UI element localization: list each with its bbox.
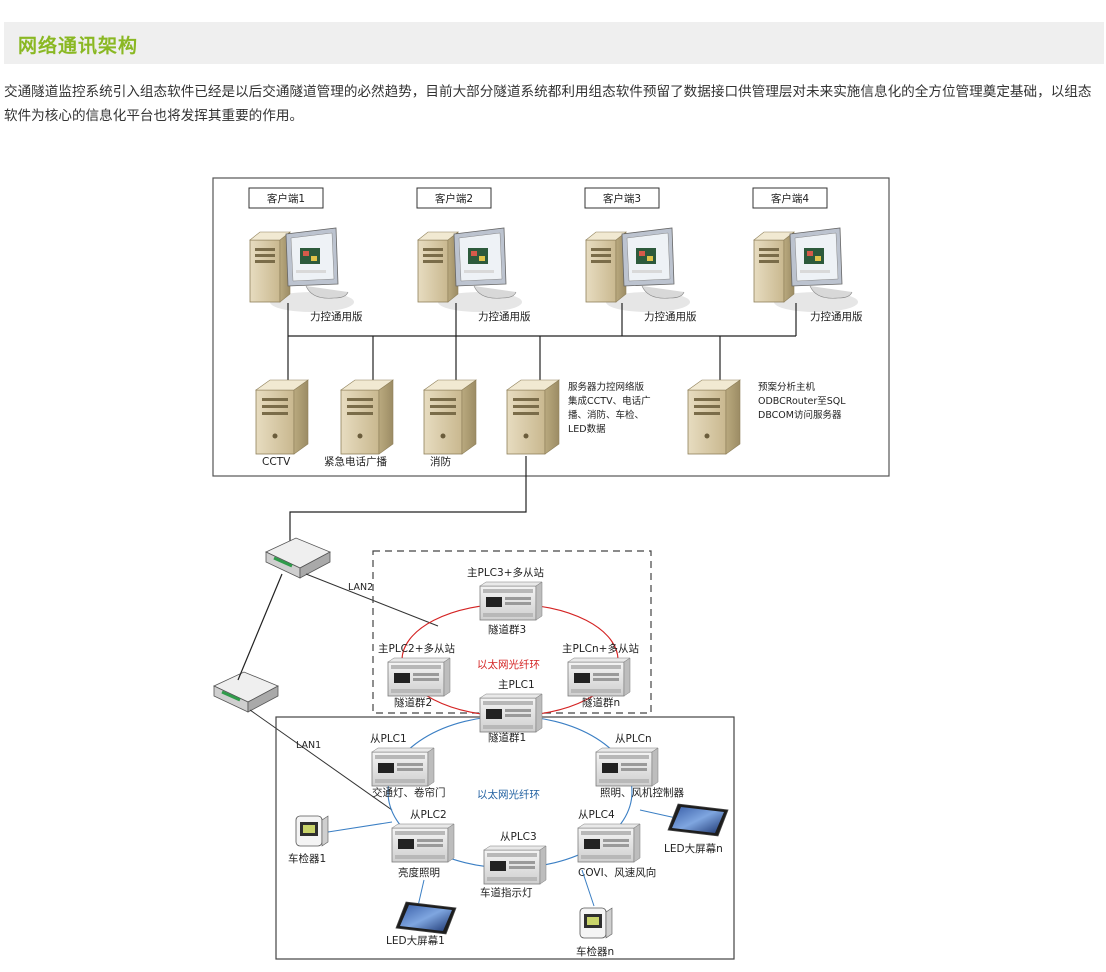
plc-slave-n: 从PLCn 照明、风机控制器 <box>595 733 684 799</box>
server-main-line-2: 集成CCTV、电话广 <box>568 395 651 407</box>
server-plan-line-2: ODBCRouter至SQL <box>758 396 846 407</box>
led-1-label: LED大屏幕1 <box>386 934 445 947</box>
server-main-line-3: 播、消防、车检、 <box>568 409 644 421</box>
led-screen-icon <box>395 901 457 935</box>
plc-icon <box>479 693 543 733</box>
client-1: 客户端1 力控通用版 <box>248 187 363 323</box>
switch-icon <box>212 670 280 714</box>
lan2-line <box>305 573 439 627</box>
plc-slave-1-sub: 交通灯、卷帘门 <box>372 786 446 799</box>
server-cctv-label: CCTV <box>262 456 291 468</box>
led-screen-1: LED大屏幕1 <box>386 901 457 947</box>
section-title: 网络通讯架构 <box>18 35 139 57</box>
plc-main-3: 主PLC3+多从站 隧道群3 <box>467 566 544 636</box>
intro-paragraph: 交通隧道监控系统引入组态软件已经是以后交通隧道管理的必然趋势，目前大部分隧道系统… <box>4 84 1092 124</box>
server-icon <box>687 379 741 455</box>
lower-ring-label: 以太网光纤环 <box>477 788 540 801</box>
server-icon <box>340 379 394 455</box>
server-plan: 预案分析主机 ODBCRouter至SQL DBCOM访问服务器 <box>687 379 846 455</box>
server-plan-line-3: DBCOM访问服务器 <box>758 409 842 421</box>
client-3-label: 客户端3 <box>603 192 641 205</box>
plc-slave-2-title: 从PLC2 <box>410 809 447 821</box>
client-3-software: 力控通用版 <box>644 310 697 323</box>
plc-slave-2-sub: 亮度照明 <box>398 866 440 879</box>
plc-slave-3-sub: 车道指示灯 <box>480 886 533 899</box>
plc-slave-4: 从PLC4 COVI、风速风向 <box>577 809 656 879</box>
client-2: 客户端2 力控通用版 <box>416 187 531 323</box>
plc-main-1: 主PLC1 隧道群1 <box>479 679 543 744</box>
client-4: 客户端4 力控通用版 <box>752 187 863 323</box>
plc-icon <box>567 657 631 697</box>
plc-icon <box>391 823 455 863</box>
server-main-line-4: LED数据 <box>568 423 606 435</box>
link-detector-n <box>581 869 595 907</box>
plc-icon <box>371 747 435 787</box>
led-screen-n: LED大屏幕n <box>664 803 729 855</box>
vehicle-detector-1: 车检器1 <box>288 815 329 865</box>
plc-slave-4-title: 从PLC4 <box>578 809 615 821</box>
plc-slave-n-sub: 照明、风机控制器 <box>600 786 684 799</box>
plc-slave-n-title: 从PLCn <box>615 733 652 745</box>
plc-icon <box>483 845 547 885</box>
plc-main-n: 主PLCn+多从站 隧道群n <box>562 642 639 709</box>
plc-main-n-sub: 隧道群n <box>582 696 620 709</box>
client-4-software: 力控通用版 <box>810 310 863 323</box>
led-screen-icon <box>667 803 729 837</box>
plc-icon <box>479 581 543 621</box>
server-plan-line-1: 预案分析主机 <box>758 381 816 393</box>
detector-icon <box>295 815 329 847</box>
switch-icon <box>264 536 332 580</box>
plc-main-2: 主PLC2+多从站 隧道群2 <box>378 642 455 709</box>
server-fire-label: 消防 <box>430 455 451 468</box>
plc-slave-1: 从PLC1 交通灯、卷帘门 <box>370 733 446 799</box>
lan1-line <box>249 709 393 811</box>
server-main-line-1: 服务器力控网络版 <box>568 381 645 393</box>
server-icon <box>423 379 477 455</box>
detector-icon <box>579 907 613 939</box>
server-phone-label: 紧急电话广播 <box>324 455 387 468</box>
plc-slave-4-sub: COVI、风速风向 <box>578 866 656 879</box>
switch-link <box>237 573 283 681</box>
client-1-label: 客户端1 <box>267 192 305 205</box>
link-led-n <box>639 809 677 819</box>
plc-main-2-sub: 隧道群2 <box>394 696 432 709</box>
plc-icon <box>387 657 451 697</box>
plc-icon <box>595 747 659 787</box>
server-cctv: CCTV <box>255 379 309 468</box>
detector-1-label: 车检器1 <box>288 852 326 865</box>
plc-slave-3: 从PLC3 车道指示灯 <box>480 831 547 899</box>
detector-n-label: 车检器n <box>576 945 614 958</box>
client-1-software: 力控通用版 <box>310 310 363 323</box>
lan1-label: LAN1 <box>296 740 321 751</box>
client-2-software: 力控通用版 <box>478 310 531 323</box>
server-icon <box>255 379 309 455</box>
lan-bus <box>287 303 797 388</box>
server-main: 服务器力控网络版 集成CCTV、电话广 播、消防、车检、 LED数据 <box>506 379 651 455</box>
vehicle-detector-n: 车检器n <box>576 907 614 958</box>
server-fire: 消防 <box>423 379 477 468</box>
link-detector-1 <box>327 821 393 833</box>
plc-slave-2: 从PLC2 亮度照明 <box>391 809 455 879</box>
section-title-bar: 网络通讯架构 <box>4 22 1104 64</box>
led-n-label: LED大屏幕n <box>664 842 723 855</box>
upper-ring-label: 以太网光纤环 <box>477 658 540 671</box>
plc-main-2-title: 主PLC2+多从站 <box>378 642 455 655</box>
client-2-label: 客户端2 <box>435 192 473 205</box>
plc-main-3-title: 主PLC3+多从站 <box>467 566 544 579</box>
lan2-label: LAN2 <box>348 582 373 593</box>
client-4-label: 客户端4 <box>771 192 809 205</box>
server-icon <box>506 379 560 455</box>
plc-main-1-title: 主PLC1 <box>498 679 535 691</box>
client-3: 客户端3 力控通用版 <box>584 187 697 323</box>
link-led-1 <box>417 879 425 907</box>
plc-main-n-title: 主PLCn+多从站 <box>562 642 639 655</box>
plc-main-1-sub: 隧道群1 <box>488 731 526 744</box>
plc-icon <box>577 823 641 863</box>
uplink-line <box>289 456 527 542</box>
server-phone: 紧急电话广播 <box>324 379 394 468</box>
plc-slave-3-title: 从PLC3 <box>500 831 537 843</box>
plc-main-3-sub: 隧道群3 <box>488 623 526 636</box>
plc-slave-1-title: 从PLC1 <box>370 733 407 745</box>
